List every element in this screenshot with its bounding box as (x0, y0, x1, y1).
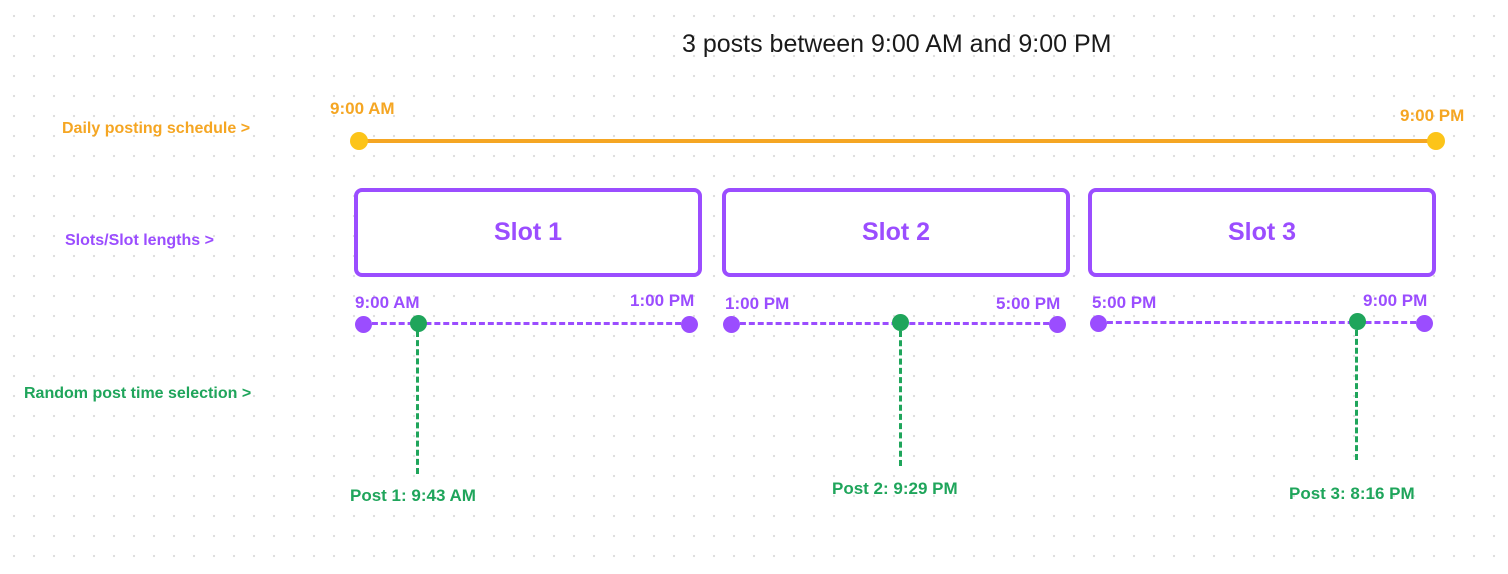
schedule-start-dot (350, 132, 368, 150)
slot-3-end-dot (1416, 315, 1433, 332)
schedule-line (359, 139, 1436, 143)
slot-1-start-dot (355, 316, 372, 333)
post-3-dot (1349, 313, 1366, 330)
slot-1-end-dot (681, 316, 698, 333)
slot-3-line (1098, 321, 1425, 324)
slot-1-line (363, 322, 690, 325)
post-1-dot (410, 315, 427, 332)
post-2-connector (899, 331, 902, 466)
post-3-connector (1355, 330, 1358, 460)
slot-2-end-dot (1049, 316, 1066, 333)
slot-label: Slot 2 (861, 218, 931, 246)
slot-label: Slot 3 (1227, 218, 1297, 246)
row-label-slots: Slots/Slot lengths > (65, 232, 214, 249)
row-label-posts: Random post time selection > (24, 385, 252, 402)
slot-box-3: Slot 3 (1088, 188, 1436, 277)
post-2-label: Post 2: 9:29 PM (832, 479, 958, 498)
slot-2-start-label: 1:00 PM (725, 294, 790, 313)
post-3-label: Post 3: 8:16 PM (1289, 484, 1415, 503)
slot-1-end-label: 1:00 PM (630, 291, 695, 310)
schedule-start-label: 9:00 AM (330, 99, 395, 118)
slot-label: Slot 1 (493, 218, 563, 246)
post-1-connector (416, 331, 419, 474)
slot-1-start-label: 9:00 AM (355, 293, 420, 312)
slot-2-end-label: 5:00 PM (996, 294, 1061, 313)
schedule-end-dot (1427, 132, 1445, 150)
row-label-schedule: Daily posting schedule > (62, 120, 251, 137)
slot-3-end-label: 9:00 PM (1363, 291, 1428, 310)
slot-3-start-label: 5:00 PM (1092, 293, 1157, 312)
schedule-end-label: 9:00 PM (1400, 106, 1465, 125)
slot-3-start-dot (1090, 315, 1107, 332)
post-2-dot (892, 314, 909, 331)
slot-2-start-dot (723, 316, 740, 333)
slot-box-2: Slot 2 (722, 188, 1070, 277)
post-1-label: Post 1: 9:43 AM (350, 486, 476, 505)
slot-box-1: Slot 1 (354, 188, 702, 277)
diagram-title: 3 posts between 9:00 AM and 9:00 PM (682, 30, 1112, 58)
